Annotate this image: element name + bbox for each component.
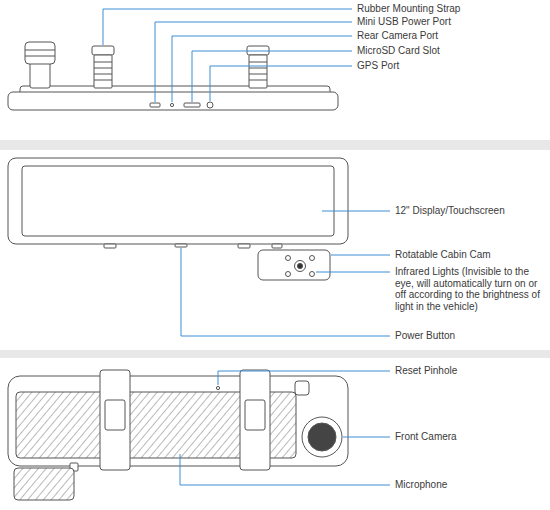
front-view bbox=[297, 263, 302, 268]
back-view bbox=[14, 468, 74, 500]
top-view bbox=[150, 103, 160, 107]
front-view bbox=[22, 166, 334, 236]
top-view bbox=[8, 42, 338, 110]
front-view bbox=[8, 158, 348, 280]
front-view bbox=[258, 250, 330, 280]
back-view bbox=[216, 386, 219, 389]
part-label: Rotatable Cabin Cam bbox=[395, 249, 491, 261]
leader-line bbox=[192, 51, 352, 102]
top-view bbox=[207, 102, 213, 108]
back-view bbox=[240, 370, 270, 470]
top-view bbox=[94, 62, 112, 63]
front-view bbox=[295, 261, 306, 272]
part-label: Mini USB Power Port bbox=[357, 16, 451, 28]
top-view bbox=[25, 50, 55, 51]
leader-line bbox=[180, 454, 390, 485]
part-label: GPS Port bbox=[357, 60, 399, 72]
front-view bbox=[238, 244, 250, 248]
part-label: Infrared Lights (Invisible to the eye, w… bbox=[395, 266, 545, 312]
top-view bbox=[8, 92, 338, 110]
leader-line bbox=[218, 371, 390, 385]
leader-line bbox=[316, 272, 390, 273]
top-view bbox=[184, 103, 200, 107]
leader-line bbox=[103, 9, 390, 485]
front-view bbox=[104, 244, 116, 248]
panel-separator bbox=[0, 140, 550, 150]
leader-line bbox=[181, 248, 390, 336]
leader-line bbox=[210, 66, 352, 101]
part-label: 12" Display/Touchscreen bbox=[395, 205, 505, 217]
part-label: MicroSD Card Slot bbox=[357, 45, 440, 57]
top-view bbox=[249, 68, 267, 69]
part-label: Reset Pinhole bbox=[395, 365, 457, 377]
front-view bbox=[286, 256, 291, 261]
top-view bbox=[94, 80, 112, 81]
part-label: Power Button bbox=[395, 330, 455, 342]
back-view bbox=[105, 400, 125, 430]
back-view bbox=[8, 376, 348, 466]
leader-line bbox=[155, 22, 352, 102]
panel-separator bbox=[0, 140, 550, 358]
top-view bbox=[249, 80, 267, 81]
top-view bbox=[94, 74, 112, 75]
part-label: Front Camera bbox=[395, 431, 457, 443]
front-view bbox=[272, 244, 282, 248]
back-view bbox=[308, 423, 336, 451]
back-view bbox=[295, 381, 309, 395]
back-view bbox=[302, 417, 342, 457]
leader-line bbox=[322, 211, 390, 212]
part-label: Microphone bbox=[395, 479, 447, 491]
top-view bbox=[92, 46, 114, 55]
leader-line bbox=[172, 36, 352, 102]
back-view bbox=[100, 370, 130, 470]
back-view bbox=[245, 400, 265, 430]
front-view bbox=[310, 272, 315, 277]
panel-separator bbox=[0, 350, 550, 358]
top-view bbox=[249, 74, 267, 75]
leader-line bbox=[343, 437, 390, 438]
top-view bbox=[94, 68, 112, 69]
part-label: Rear Camera Port bbox=[357, 30, 438, 42]
top-view bbox=[30, 62, 50, 88]
top-view bbox=[170, 103, 173, 106]
top-view bbox=[94, 55, 112, 88]
part-label: Rubber Mounting Strap bbox=[357, 3, 460, 15]
top-view bbox=[25, 42, 55, 64]
leader-line bbox=[103, 9, 352, 45]
front-view bbox=[175, 244, 187, 247]
back-view bbox=[8, 370, 348, 500]
front-view bbox=[8, 158, 348, 244]
front-view bbox=[310, 256, 315, 261]
front-view bbox=[286, 272, 291, 277]
top-view bbox=[25, 56, 55, 57]
leader-line bbox=[331, 255, 390, 256]
top-view bbox=[249, 62, 267, 63]
top-view bbox=[249, 55, 267, 88]
